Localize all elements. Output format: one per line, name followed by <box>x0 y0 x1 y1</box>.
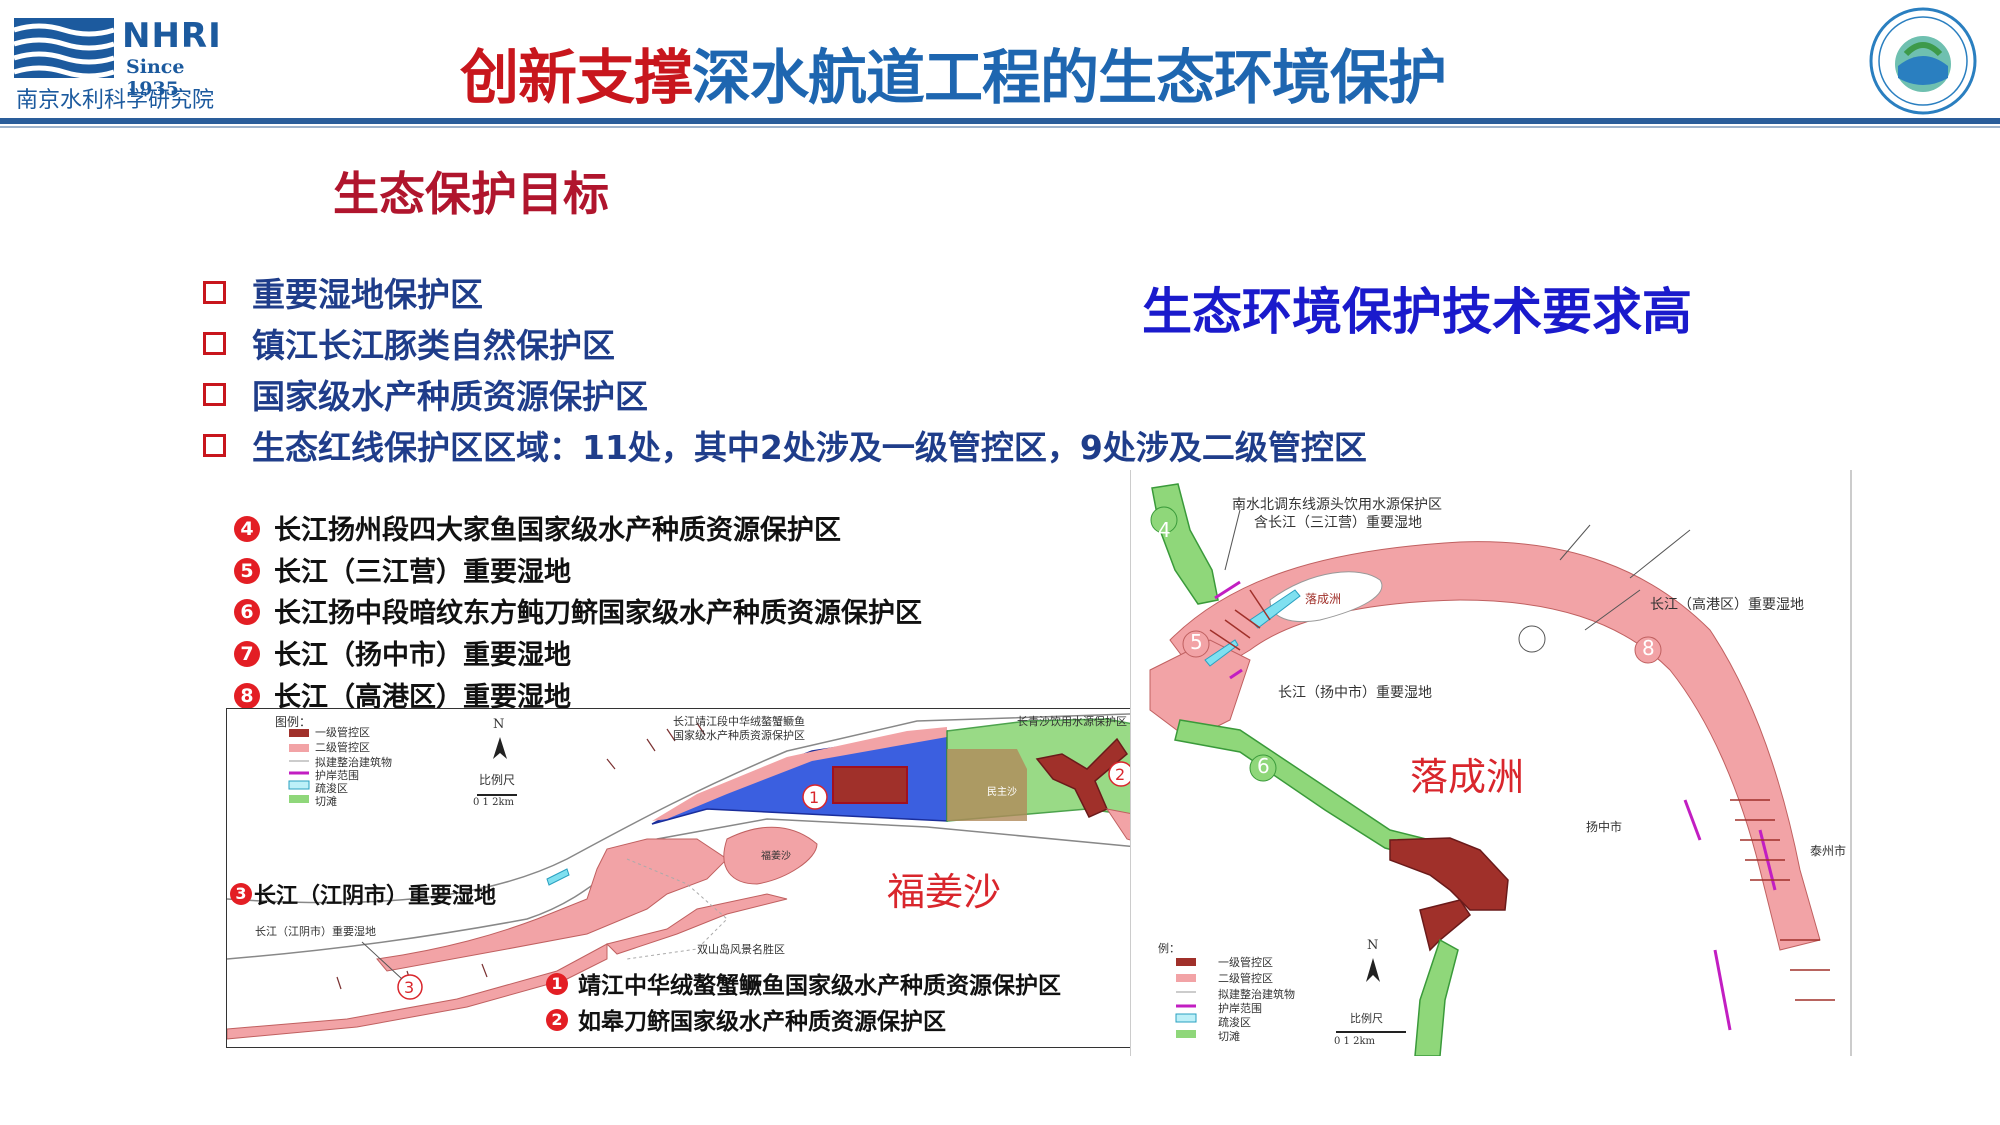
legend-revetment: 护岸范围 <box>1218 1002 1262 1015</box>
label-gaogang: 长江（高港区）重要湿地 <box>1650 597 1804 613</box>
checkbox-square-icon <box>203 434 226 457</box>
legend-cut-beach: 切滩 <box>1218 1030 1240 1043</box>
place-luochengzhou: 落成洲 <box>1410 755 1525 799</box>
bullet-item: 生态红线保护区区域：11处，其中2处涉及一级管控区，9处涉及二级管控区 <box>203 421 1367 469</box>
legend-level2: 二级管控区 <box>315 741 370 754</box>
bullet-text: 镇江长江豚类自然保护区 <box>252 326 615 365</box>
place-fujiangsha: 福姜沙 <box>887 870 1002 914</box>
map-fujiangsha-drawing <box>227 712 1159 1040</box>
checkbox-square-icon <box>203 332 226 355</box>
legend-dredge: 疏浚区 <box>1218 1016 1251 1029</box>
marker-number: 5 <box>234 557 260 584</box>
map-marker-1: 1 <box>809 788 820 807</box>
bullet-item: 重要湿地保护区 <box>203 268 483 316</box>
header-divider <box>0 118 2000 124</box>
label-nanshui: 南水北调东线源头饮用水源保护区 <box>1232 497 1442 513</box>
marker-number: 4 <box>234 515 260 542</box>
label-sanjiangying: 含长江（三江营）重要湿地 <box>1254 515 1422 531</box>
bullet-text: 生态红线保护区区域：11处，其中2处涉及一级管控区，9处涉及二级管控区 <box>252 428 1367 467</box>
legend-structure: 拟建整治建筑物 <box>1218 988 1295 1001</box>
map-luochengzhou-drawing <box>1130 470 1852 1056</box>
legend-list-text: 长江（扬中市）重要湿地 <box>274 640 571 671</box>
logo-nhri-text: NHRI <box>122 16 222 56</box>
label-yangzhong: 长江（扬中市）重要湿地 <box>1278 685 1432 701</box>
legend-dredge: 疏浚区 <box>315 782 348 795</box>
checkbox-square-icon <box>203 281 226 304</box>
scale-title: 比例尺 <box>1350 1012 1383 1025</box>
label-taizhou: 泰州市 <box>1810 844 1847 858</box>
label-changqingsha: 长青沙饮用水源保护区 <box>1017 715 1127 728</box>
legend-cut-beach: 切滩 <box>315 795 337 808</box>
title-red-part: 创新支撑 <box>460 43 693 112</box>
legend-revetment: 护岸范围 <box>315 769 359 782</box>
label-luochengzhou-small: 落成洲 <box>1305 592 1342 606</box>
marker-number: 7 <box>234 640 260 667</box>
scale-title: 比例尺 <box>479 773 516 787</box>
highlight-text: 生态环境保护技术要求高 <box>1142 283 1692 341</box>
map-legend-title: 例： <box>1158 942 1180 955</box>
research-institute-seal-icon <box>1869 7 1977 115</box>
section-title: 生态保护目标 <box>333 167 609 221</box>
logo-since-text: Since 1935 <box>126 56 185 100</box>
label-shuangshan: 双山岛风景名胜区 <box>697 943 785 956</box>
legend-list-text: 如皋刀鲚国家级水产种质资源保护区 <box>578 1009 946 1035</box>
marker-number: 1 <box>546 972 568 995</box>
title-blue-part: 深水航道工程的生态环境保护 <box>692 43 1447 112</box>
map-marker-5: 5 <box>1190 630 1203 654</box>
marker-number: 8 <box>234 682 260 709</box>
label-yangzhongshi: 扬中市 <box>1586 820 1623 834</box>
legend-list-item: 4 长江扬州段四大家鱼国家级水产种质资源保护区 <box>234 508 841 547</box>
legend-list-item: 6 长江扬中段暗纹东方鲀刀鲚国家级水产种质资源保护区 <box>234 591 922 630</box>
legend-list-item: 1 靖江中华绒螯蟹鳜鱼国家级水产种质资源保护区 <box>546 966 1061 1000</box>
label-jingjiang: 长江靖江段中华绒螯蟹鳜鱼 <box>673 715 805 728</box>
nhri-logo: NHRI Since 1935 南京水利科学研究院 <box>14 14 221 113</box>
map-marker-7: 7 <box>1526 625 1539 649</box>
legend-list-item: 2 如皋刀鲚国家级水产种质资源保护区 <box>546 1002 946 1036</box>
north-label: N <box>493 717 505 732</box>
bullet-item: 国家级水产种质资源保护区 <box>203 370 648 418</box>
legend-list-item: 8 长江（高港区）重要湿地 <box>234 675 571 714</box>
legend-level1: 一级管控区 <box>1218 956 1273 969</box>
label-jiangyin: 长江（江阴市）重要湿地 <box>255 925 376 938</box>
legend-list-text: 长江（三江营）重要湿地 <box>274 557 571 588</box>
wave-logo-icon <box>14 18 114 78</box>
institute-name: 南京水利科学研究院 <box>16 88 215 113</box>
map-fujiangsha: 图例： 一级管控区 二级管控区 拟建整治建筑物 护岸范围 疏浚区 切滩 N 比例… <box>226 708 1160 1048</box>
legend-list-item: 5 长江（三江营）重要湿地 <box>234 550 571 589</box>
map-marker-6: 6 <box>1257 754 1270 778</box>
map-marker-3: 3 <box>404 978 415 997</box>
legend-list-item: 7 长江（扬中市）重要湿地 <box>234 633 571 672</box>
legend-list-text: 长江扬中段暗纹东方鲀刀鲚国家级水产种质资源保护区 <box>274 598 922 629</box>
legend-list-text: 长江（江阴市）重要湿地 <box>254 884 497 909</box>
marker-number: 2 <box>546 1008 568 1031</box>
header-divider-thin <box>0 126 2000 128</box>
legend-level2: 二级管控区 <box>1218 972 1273 985</box>
checkbox-square-icon <box>203 383 226 406</box>
map-marker-4: 4 <box>1158 518 1171 542</box>
scale-ticks: 0 1 2km <box>473 797 514 808</box>
label-fujiangsha-small: 福姜沙 <box>761 851 791 862</box>
legend-level1: 一级管控区 <box>315 726 370 739</box>
page-title: 创新支撑深水航道工程的生态环境保护 <box>460 30 1447 115</box>
legend-list-text: 长江扬州段四大家鱼国家级水产种质资源保护区 <box>274 515 841 546</box>
legend-list-text: 长江（高港区）重要湿地 <box>274 682 571 713</box>
marker-number: 3 <box>230 883 252 905</box>
label-minzhusha: 民主沙 <box>987 787 1017 798</box>
label-jingjiang2: 国家级水产种质资源保护区 <box>673 729 805 742</box>
map-marker-2: 2 <box>1115 765 1126 784</box>
scale-ticks: 0 1 2km <box>1334 1036 1375 1047</box>
bullet-item: 镇江长江豚类自然保护区 <box>203 319 615 367</box>
map-legend-title: 图例： <box>275 715 312 729</box>
legend-list-text: 靖江中华绒螯蟹鳜鱼国家级水产种质资源保护区 <box>578 973 1061 999</box>
bullet-text: 重要湿地保护区 <box>252 275 483 314</box>
north-label: N <box>1367 938 1379 953</box>
map-marker-8: 8 <box>1642 636 1655 660</box>
legend-structure: 拟建整治建筑物 <box>315 756 392 769</box>
marker-number: 6 <box>234 598 260 625</box>
bullet-text: 国家级水产种质资源保护区 <box>252 377 648 416</box>
map-luochengzhou: 南水北调东线源头饮用水源保护区 含长江（三江营）重要湿地 长江（高港区）重要湿地… <box>1130 470 1852 1056</box>
